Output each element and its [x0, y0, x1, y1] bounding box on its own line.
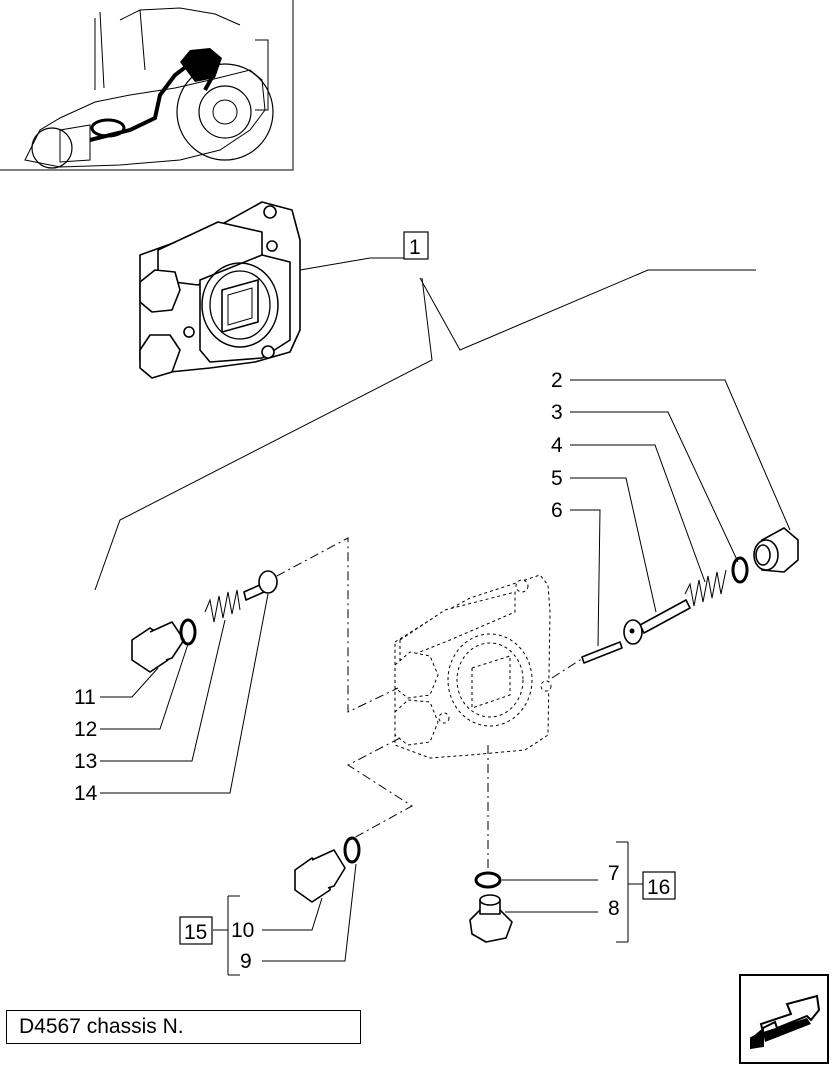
- callout-3[interactable]: 3: [551, 401, 563, 424]
- spring-left: [204, 589, 241, 623]
- seal-ring-left: [179, 618, 197, 646]
- seal-ring-right: [731, 556, 749, 584]
- seal-ring-bottom: [474, 871, 502, 889]
- seal-ring-lower-left: [343, 836, 361, 864]
- valve-body-ghost: [394, 574, 552, 759]
- callout-2[interactable]: 2: [551, 369, 563, 392]
- plug-left: [131, 621, 185, 673]
- callout-5[interactable]: 5: [551, 467, 563, 490]
- callout-9[interactable]: 9: [240, 950, 252, 973]
- plug-lower-left: [294, 849, 346, 903]
- callout-12[interactable]: 12: [74, 718, 97, 741]
- callout-11[interactable]: 11: [74, 686, 96, 709]
- previous-page-button[interactable]: [739, 974, 829, 1064]
- callout-box-15[interactable]: [179, 916, 213, 945]
- callout-4[interactable]: 4: [551, 434, 563, 457]
- callout-7[interactable]: 7: [608, 862, 620, 885]
- callout-13[interactable]: 13: [74, 750, 97, 773]
- arrow-left-icon: [750, 994, 821, 1050]
- callout-15: 15: [184, 921, 207, 944]
- plug-right: [753, 527, 799, 573]
- callout-box-16[interactable]: [642, 871, 676, 900]
- pin-right: [581, 641, 623, 664]
- callout-8[interactable]: 8: [608, 897, 620, 920]
- callout-10[interactable]: 10: [231, 919, 254, 942]
- callout-1: 1: [409, 236, 421, 259]
- callout-6[interactable]: 6: [551, 499, 563, 522]
- chassis-caption: D4567 chassis N.: [6, 1010, 361, 1044]
- plug-bottom: [469, 894, 513, 943]
- spool-right: [623, 599, 691, 645]
- valve-body: [139, 201, 301, 379]
- spool-left: [243, 570, 278, 601]
- tractor-location-thumbnail: [0, 0, 294, 171]
- spring-right: [684, 569, 727, 607]
- callout-14[interactable]: 14: [74, 782, 98, 805]
- callout-box-1[interactable]: [403, 231, 429, 260]
- callout-16: 16: [647, 876, 670, 899]
